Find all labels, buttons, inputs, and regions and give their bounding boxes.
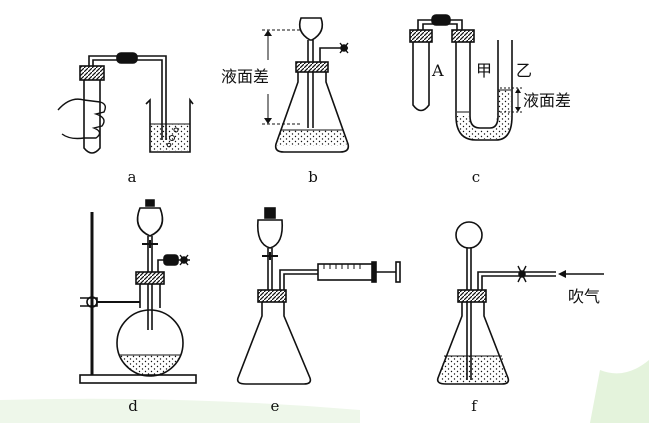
- label-tube-jia: 甲: [476, 61, 492, 80]
- arrow-left-icon: [558, 270, 566, 278]
- label-tube-a: A: [431, 61, 444, 80]
- label-tube-yi: 乙: [516, 61, 532, 80]
- beaker: [145, 97, 194, 153]
- rubber-stopper: [295, 61, 329, 73]
- stopcock: [339, 42, 349, 54]
- caption-e: e: [271, 397, 280, 415]
- panel-e: [236, 207, 401, 385]
- bulb-funnel: [455, 221, 483, 249]
- flask-liquid: [119, 355, 181, 377]
- label-b-diff: 液面差: [221, 67, 269, 86]
- funnel-stopcock: [262, 252, 278, 260]
- flask-liquid: [277, 130, 347, 146]
- flask-liquid: [439, 356, 508, 383]
- bubble: [169, 135, 175, 141]
- syringe-plunger: [395, 261, 401, 283]
- funnel-stopcock: [142, 240, 158, 248]
- rubber-stopper: [79, 65, 105, 81]
- long-neck-funnel: [298, 17, 324, 41]
- side-tube: [477, 271, 556, 290]
- conical-flask: [274, 70, 350, 153]
- test-tube-a: [412, 40, 430, 112]
- label-blow: 吹气: [568, 287, 600, 306]
- side-tube: [319, 47, 348, 62]
- separatory-funnel: [256, 219, 284, 249]
- side-tube: [279, 269, 318, 290]
- side-tube: [157, 259, 190, 272]
- pinch-clip: [431, 14, 451, 26]
- caption-d: d: [128, 397, 138, 415]
- hand-icon: [57, 98, 107, 140]
- conical-flask: [436, 302, 510, 385]
- caption-c: c: [472, 168, 480, 186]
- panel-c: [409, 14, 522, 141]
- stand-base: [79, 374, 197, 384]
- corner-wash-left: [0, 398, 360, 423]
- pinch-clip: [116, 52, 138, 64]
- panel-d: [79, 199, 197, 384]
- caption-f: f: [471, 397, 478, 415]
- separatory-funnel: [136, 207, 164, 237]
- corner-wash-right: [590, 360, 649, 423]
- panel-a: [57, 52, 194, 154]
- u-tube: [455, 40, 513, 141]
- caption-b: b: [308, 168, 318, 186]
- panel-f: [436, 221, 604, 385]
- caption-a: a: [128, 168, 137, 186]
- u-tube-liquid: [457, 90, 511, 139]
- syringe-barrel: [317, 263, 375, 281]
- panel-b: [262, 17, 350, 153]
- label-c-diff: 液面差: [523, 91, 571, 110]
- stopcock: [179, 254, 189, 266]
- test-tube: [83, 78, 101, 154]
- conical-flask: [236, 302, 312, 385]
